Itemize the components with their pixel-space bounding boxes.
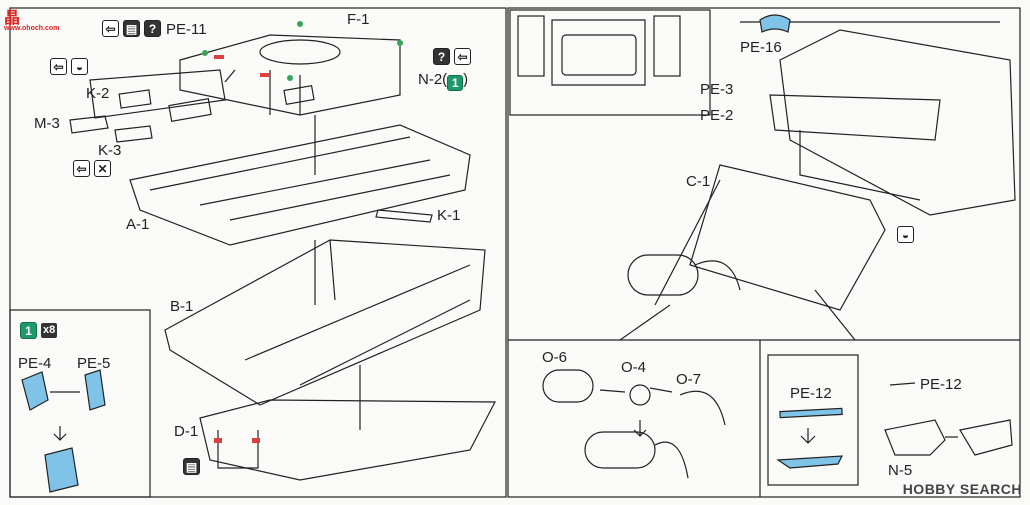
label-c1: C-1 xyxy=(686,173,711,190)
label-pe2: PE-2 xyxy=(700,107,734,124)
part-o7 xyxy=(679,390,726,426)
label-o4: O-4 xyxy=(621,359,647,376)
part-pe16 xyxy=(759,14,791,33)
attach-icon: ⇦ xyxy=(102,20,119,37)
pe12-detail-inset xyxy=(767,354,859,486)
step-badge-n2: 1 xyxy=(447,75,464,91)
label-f1: F-1 xyxy=(347,11,370,28)
remove-icon: ✕ xyxy=(94,160,111,177)
label-pe12-inset: PE-12 xyxy=(790,385,832,402)
question-icon: ? xyxy=(144,20,161,37)
pe-subassembly-inset xyxy=(9,309,151,498)
site-watermark-logo: 晶 xyxy=(4,10,21,27)
part-m3 xyxy=(69,115,109,134)
part-d1 xyxy=(199,399,496,481)
rear-hull xyxy=(779,29,1016,216)
question-icon-2: ? xyxy=(433,48,450,65)
part-f1 xyxy=(179,34,401,116)
label-n5: N-5 xyxy=(888,462,913,479)
part-o6 xyxy=(542,369,594,403)
attach-icon-2: ⇦ xyxy=(454,48,471,65)
label-pe16: PE-16 xyxy=(740,39,782,56)
label-k2: K-2 xyxy=(86,85,110,102)
part-pe5 xyxy=(84,369,106,411)
label-pe4: PE-4 xyxy=(18,355,52,372)
label-pe3: PE-3 xyxy=(700,81,734,98)
label-d1: D-1 xyxy=(174,423,199,440)
right-assembly-panel xyxy=(507,7,1021,498)
part-o4 xyxy=(629,384,651,406)
label-n2: N-2(1) xyxy=(418,71,469,91)
part-b1 xyxy=(164,239,486,406)
part-a1 xyxy=(129,124,471,246)
part-c1 xyxy=(689,164,886,311)
part-k1 xyxy=(375,209,433,223)
exhaust-assembled xyxy=(627,254,699,296)
main-assembly-panel xyxy=(9,7,507,498)
label-pe12: PE-12 xyxy=(920,376,962,393)
label-k3: K-3 xyxy=(98,142,122,159)
label-k1: K-1 xyxy=(437,207,461,224)
part-pe4 xyxy=(21,371,49,411)
label-b1: B-1 xyxy=(170,298,194,315)
part-n5 xyxy=(884,419,946,456)
label-m3: M-3 xyxy=(34,115,60,132)
label-o7: O-7 xyxy=(676,371,702,388)
glue-icon-2: ◒ xyxy=(897,226,914,243)
site-watermark-url: www.ohoch.com xyxy=(4,25,60,32)
hobby-search-watermark: HOBBY SEARCH xyxy=(902,481,1022,497)
label-o6: O-6 xyxy=(542,349,568,366)
paint-icon-2: ▤ xyxy=(183,458,200,475)
step-badge: 1 xyxy=(20,322,37,339)
part-k2 xyxy=(89,69,226,119)
quantity-badge: x8 xyxy=(41,323,58,338)
attach-icon-4: ⇦ xyxy=(73,160,90,177)
paint-icon: ▤ xyxy=(123,20,140,37)
attach-icon-3: ⇦ xyxy=(50,58,67,75)
rear-detail-inset xyxy=(509,9,711,116)
label-a1: A-1 xyxy=(126,216,150,233)
label-pe5: PE-5 xyxy=(77,355,111,372)
label-pe11: PE-11 xyxy=(166,21,207,38)
glue-icon: ◒ xyxy=(71,58,88,75)
